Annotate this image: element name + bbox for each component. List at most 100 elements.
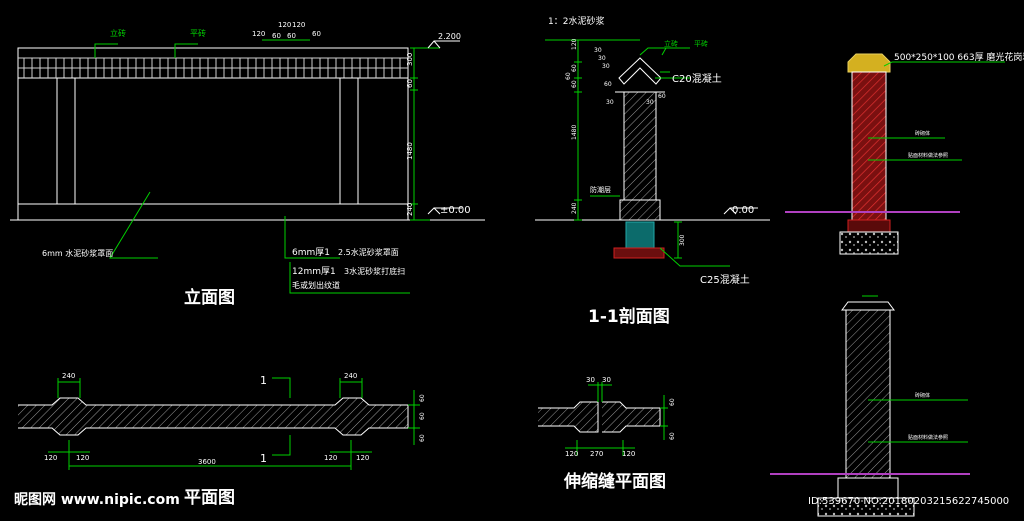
elevation-leaders (94, 39, 410, 294)
elevation-plinth (17, 203, 409, 221)
section-side-dim-3: 30 (602, 63, 610, 70)
elevation-right-dim-1: 300 (406, 53, 414, 66)
section-left-dim-3: 60 (571, 80, 578, 88)
elevation-note-right-1b: 2.5水泥砂浆罩面 (338, 247, 399, 257)
column-footing (839, 231, 899, 255)
section-side-dim-5: 30 (646, 99, 654, 106)
column-note-1: 砖砌体 (915, 130, 930, 137)
plan-wall (18, 397, 409, 436)
joint-dim-bottom-3: 120 (622, 450, 635, 458)
joint-view (538, 382, 668, 456)
elevation-brick-pattern (18, 57, 408, 69)
plan-dim-bottom-3: 120 (324, 454, 337, 462)
plan-dim-bottom-2: 120 (76, 454, 89, 462)
elevation-label-flat: 平砖 (190, 28, 206, 38)
level-marker-zero (427, 207, 441, 215)
section-label-tile: 立砖 (664, 39, 678, 48)
elevation-top-dim-3: 120 (292, 21, 305, 29)
section-side-dim-6: 60 (604, 81, 612, 88)
section-level-zero: 0.00 (732, 205, 754, 216)
column-cap (847, 53, 891, 73)
plan-title: 平面图 (184, 488, 235, 508)
plan-dim-bottom-4: 120 (356, 454, 369, 462)
section-label-flat: 平砖 (694, 39, 708, 48)
section-side-dim-4: 30 (606, 99, 614, 106)
section-wall (623, 91, 657, 201)
section-side-dim-7: 60 (658, 93, 666, 100)
elevation-right-dimension (410, 47, 440, 221)
plan-dim-bottom-1: 120 (44, 454, 57, 462)
elevation-view (10, 39, 485, 294)
column-note-3: 砖砌体 (915, 392, 930, 399)
section-foundation-concrete (613, 247, 665, 259)
elevation-column-left (56, 77, 76, 205)
section-left-dim-4: 60 (565, 72, 572, 80)
column-body-red (851, 71, 887, 221)
elevation-note-left: 6mm 水泥砂浆罩面 (42, 248, 113, 258)
section-left-dim-6: 240 (571, 202, 578, 214)
column-body-grey (845, 309, 891, 479)
joint-dim-top-2: 30 (602, 376, 611, 384)
plan-section-mark-bottom: 1 (260, 452, 267, 465)
column-cap-label: 500*250*100 663厚 磨光花岗岩 (894, 51, 1024, 63)
elevation-note-right-2b: 3水泥砂浆打底扫 (344, 266, 405, 276)
elevation-level-top: 2.200 (438, 32, 461, 41)
elevation-vertical-bricks (23, 58, 401, 78)
elevation-right-dim-4: 240 (406, 203, 414, 216)
section-cap (618, 57, 662, 85)
section-left-dim-1: 120 (571, 38, 578, 50)
elevation-top-dim-4: 60 (272, 32, 281, 40)
elevation-label-tile: 立砖 (110, 28, 126, 38)
plan-dim-top-2: 240 (344, 372, 357, 380)
elevation-top-dim-2: 120 (278, 21, 291, 29)
section-label-c25: C25混凝土 (700, 273, 750, 286)
plan-right-dim-1: 60 (419, 394, 426, 402)
section-view (535, 39, 770, 267)
watermark-site: 昵图网 www.nipic.com (14, 492, 180, 508)
elevation-column-right (339, 77, 359, 205)
joint-right-dim-2: 60 (669, 432, 676, 440)
joint-right-dim-1: 60 (669, 398, 676, 406)
plan-view (18, 377, 420, 470)
section-side-dim-1: 30 (594, 47, 602, 54)
section-title: 1-1剖面图 (588, 306, 670, 327)
elevation-title: 立面图 (184, 287, 235, 308)
elevation-top-dim-5: 60 (287, 32, 296, 40)
column-footing-2 (817, 497, 915, 517)
column-note-4: 贴面材料做法参照 (908, 434, 948, 441)
plan-right-dim-2: 60 (419, 412, 426, 420)
elevation-top-dim-1: 120 (252, 30, 265, 38)
section-foundation-brick (625, 221, 655, 249)
joint-dim-bottom-2: 270 (590, 450, 603, 458)
elevation-note-right-2a: 12mm厚1 (292, 266, 336, 277)
section-side-dim-2: 30 (598, 55, 606, 62)
elevation-coping (17, 47, 409, 79)
joint-dim-bottom-1: 120 (565, 450, 578, 458)
section-top-note: 1：2水泥砂浆 (548, 15, 604, 27)
elevation-note-right-1a: 6mm厚1 (292, 247, 330, 258)
elevation-note-right-2c: 毛或划出纹道 (292, 280, 340, 290)
plan-section-mark-top: 1 (260, 374, 267, 387)
section-label-moisture: 防潮层 (590, 185, 611, 194)
section-foundation-dim: 300 (679, 234, 686, 246)
column-base-red (847, 219, 891, 233)
joint-dim-top-1: 30 (586, 376, 595, 384)
section-wall-base (619, 199, 661, 221)
column-note-2: 贴面材料做法参照 (908, 152, 948, 159)
joint-title: 伸缩缝平面图 (563, 471, 666, 492)
section-left-dim-5: 1480 (571, 125, 578, 140)
plan-span: 3600 (198, 458, 216, 466)
section-label-c20: C20混凝土 (672, 72, 722, 85)
column-detail-top (785, 53, 1005, 255)
elevation-top-dim-6: 60 (312, 30, 321, 38)
section-left-dim-2: 60 (571, 64, 578, 72)
elevation-right-dim-3: 1480 (406, 142, 414, 160)
column-detail-bottom (770, 295, 970, 517)
plan-right-dim-3: 60 (419, 434, 426, 442)
elevation-right-dim-2: 60 (406, 79, 414, 88)
watermark-id: ID:539670 NO:20180203215622745000 (808, 496, 1009, 507)
elevation-level-zero: ±0.00 (440, 205, 471, 216)
plan-dim-top-1: 240 (62, 372, 75, 380)
level-marker-top (427, 40, 441, 49)
